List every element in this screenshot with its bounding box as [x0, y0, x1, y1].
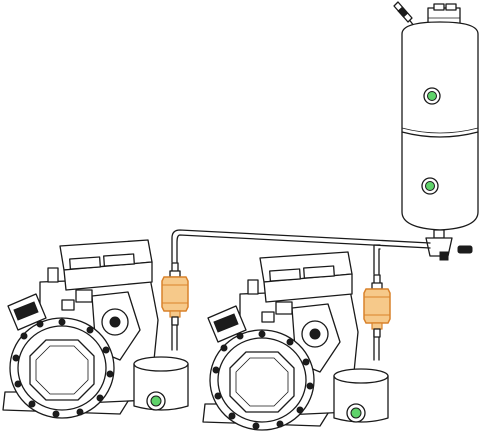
oil-separator-icon [393, 1, 479, 261]
oil-filter-icon [363, 274, 391, 338]
compressor-icon [202, 251, 389, 431]
oil-filter-icon [161, 262, 189, 326]
compressor-icon [2, 239, 189, 419]
